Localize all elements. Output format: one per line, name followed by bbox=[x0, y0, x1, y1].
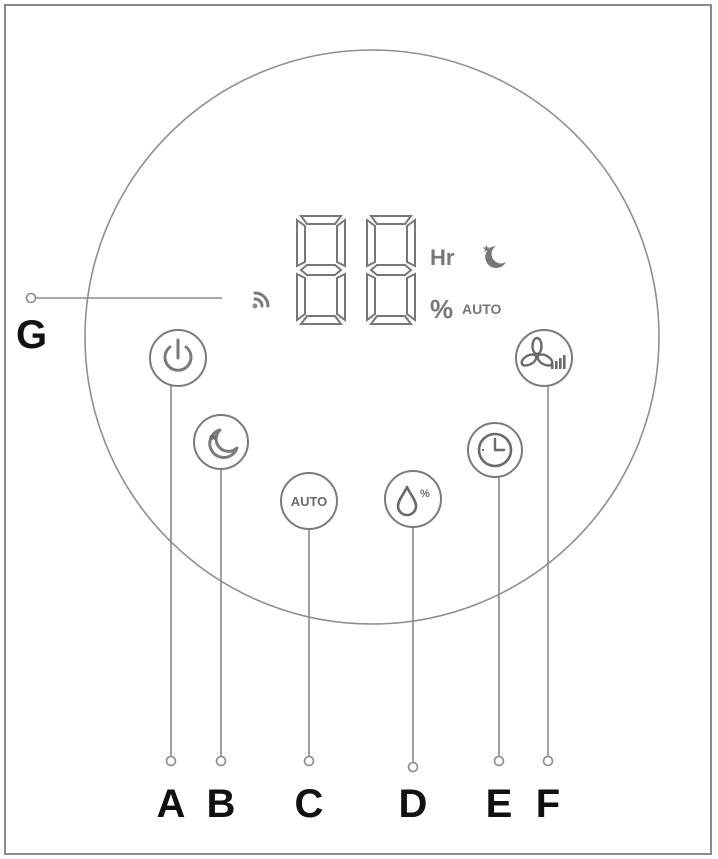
callout-label-c: C bbox=[295, 782, 324, 826]
fan-speed-icon bbox=[520, 336, 566, 369]
callout-dot-c bbox=[303, 755, 315, 767]
segment bbox=[336, 272, 346, 322]
callout-label-d: D bbox=[399, 782, 428, 826]
sleep-moon-icon: ★ bbox=[208, 428, 239, 459]
segment bbox=[366, 218, 376, 268]
humidity-button-label: % bbox=[420, 488, 430, 500]
power-icon bbox=[163, 338, 193, 372]
callout-dot-f bbox=[542, 755, 554, 767]
callout-dot-g bbox=[25, 292, 37, 304]
percent-indicator: % bbox=[430, 294, 453, 324]
segment bbox=[369, 315, 413, 325]
segment bbox=[369, 215, 413, 225]
auto-button[interactable]: AUTO bbox=[280, 472, 338, 530]
segment bbox=[299, 315, 343, 325]
callout-label-e: E bbox=[486, 782, 513, 826]
timer-button[interactable] bbox=[467, 422, 523, 478]
svg-text:★: ★ bbox=[208, 430, 219, 444]
sleep-indicator-icon: ★ bbox=[482, 244, 506, 268]
auto-indicator: AUTO bbox=[462, 301, 502, 317]
power-button[interactable] bbox=[149, 329, 207, 387]
timer-clock-icon bbox=[477, 432, 513, 468]
callout-label-f: F bbox=[536, 782, 560, 826]
segment bbox=[296, 272, 306, 322]
segment bbox=[406, 272, 416, 322]
callout-label-b: B bbox=[207, 782, 236, 826]
segment bbox=[299, 264, 343, 276]
callout-label-a: A bbox=[157, 782, 186, 826]
callout-dot-a bbox=[165, 755, 177, 767]
callout-dot-d bbox=[407, 761, 419, 773]
humidity-drop-icon bbox=[396, 485, 418, 517]
segment bbox=[369, 264, 413, 276]
control-panel-circle bbox=[84, 49, 660, 625]
segment bbox=[336, 218, 346, 268]
humidity-button[interactable]: % bbox=[384, 470, 442, 528]
hours-indicator: Hr bbox=[430, 245, 455, 270]
svg-text:★: ★ bbox=[482, 244, 491, 255]
display-digit-2 bbox=[366, 215, 416, 325]
wifi-indicator-icon bbox=[252, 291, 270, 309]
fan-speed-button[interactable] bbox=[515, 329, 573, 387]
segment bbox=[366, 272, 376, 322]
segment bbox=[296, 218, 306, 268]
segment bbox=[299, 215, 343, 225]
display-digit-1 bbox=[296, 215, 346, 325]
diagram-frame bbox=[4, 4, 712, 855]
sleep-button[interactable]: ★ bbox=[193, 414, 249, 470]
callout-label-g: G bbox=[16, 313, 47, 357]
callout-dot-e bbox=[493, 755, 505, 767]
callout-dot-b bbox=[215, 755, 227, 767]
segment bbox=[406, 218, 416, 268]
auto-button-label: AUTO bbox=[291, 494, 328, 509]
